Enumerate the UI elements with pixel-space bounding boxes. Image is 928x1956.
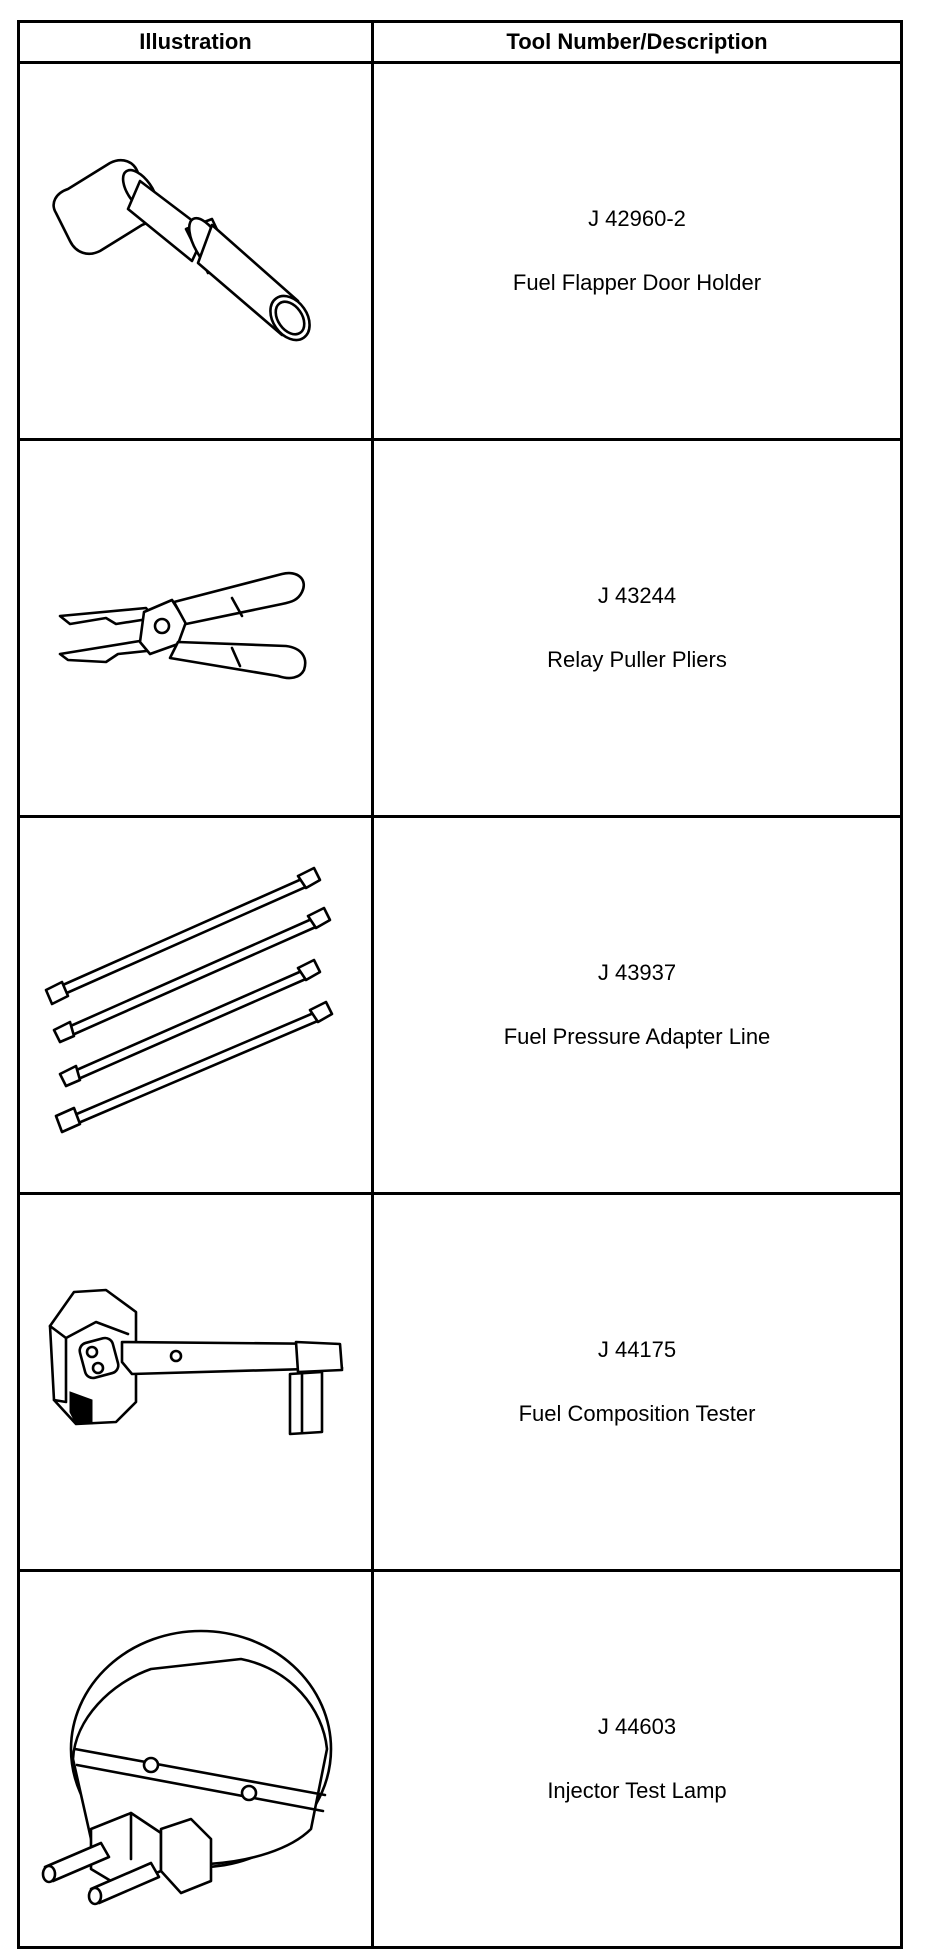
description-cell: J 42960-2 Fuel Flapper Door Holder — [371, 61, 903, 441]
tool-number: J 43937 — [597, 960, 677, 985]
tool-name: Fuel Pressure Adapter Line — [503, 1024, 771, 1049]
table-row: J 43244 Relay Puller Pliers — [17, 438, 903, 818]
description-cell: J 43937 Fuel Pressure Adapter Line — [371, 815, 903, 1195]
illustration-cell — [17, 1569, 374, 1949]
table-row: J 44175 Fuel Composition Tester — [17, 1192, 903, 1572]
fuel-composition-tester-icon — [48, 1288, 343, 1436]
illustration-cell — [17, 815, 374, 1195]
tool-name: Injector Test Lamp — [547, 1778, 727, 1803]
illustration-cell — [17, 1192, 374, 1572]
injector-test-lamp-icon — [41, 1629, 332, 1906]
description-cell: J 43244 Relay Puller Pliers — [371, 438, 903, 818]
flapper-door-holder-icon — [51, 159, 311, 342]
tool-name: Fuel Flapper Door Holder — [512, 270, 762, 295]
tool-number: J 43244 — [597, 583, 677, 608]
illustration-cell — [17, 61, 374, 441]
table-row: J 43937 Fuel Pressure Adapter Line — [17, 815, 903, 1195]
relay-puller-pliers-icon — [58, 571, 306, 680]
tool-number: J 42960-2 — [588, 206, 686, 231]
description-cell: J 44603 Injector Test Lamp — [371, 1569, 903, 1949]
illustration-cell — [17, 438, 374, 818]
tool-name: Relay Puller Pliers — [547, 647, 727, 672]
tool-number: J 44603 — [597, 1714, 677, 1739]
tool-name: Fuel Composition Tester — [518, 1401, 756, 1426]
tool-number: J 44175 — [597, 1337, 677, 1362]
tool-table: Illustration Tool Number/Description — [17, 20, 903, 1949]
fuel-pressure-adapter-lines-icon — [44, 866, 333, 1134]
description-cell: J 44175 Fuel Composition Tester — [371, 1192, 903, 1572]
table-row: J 42960-2 Fuel Flapper Door Holder — [17, 61, 903, 441]
table-row: J 44603 Injector Test Lamp — [17, 1569, 903, 1949]
header-description: Tool Number/Description — [371, 20, 903, 64]
table-header-row: Illustration Tool Number/Description — [17, 20, 903, 64]
header-illustration: Illustration — [17, 20, 374, 64]
